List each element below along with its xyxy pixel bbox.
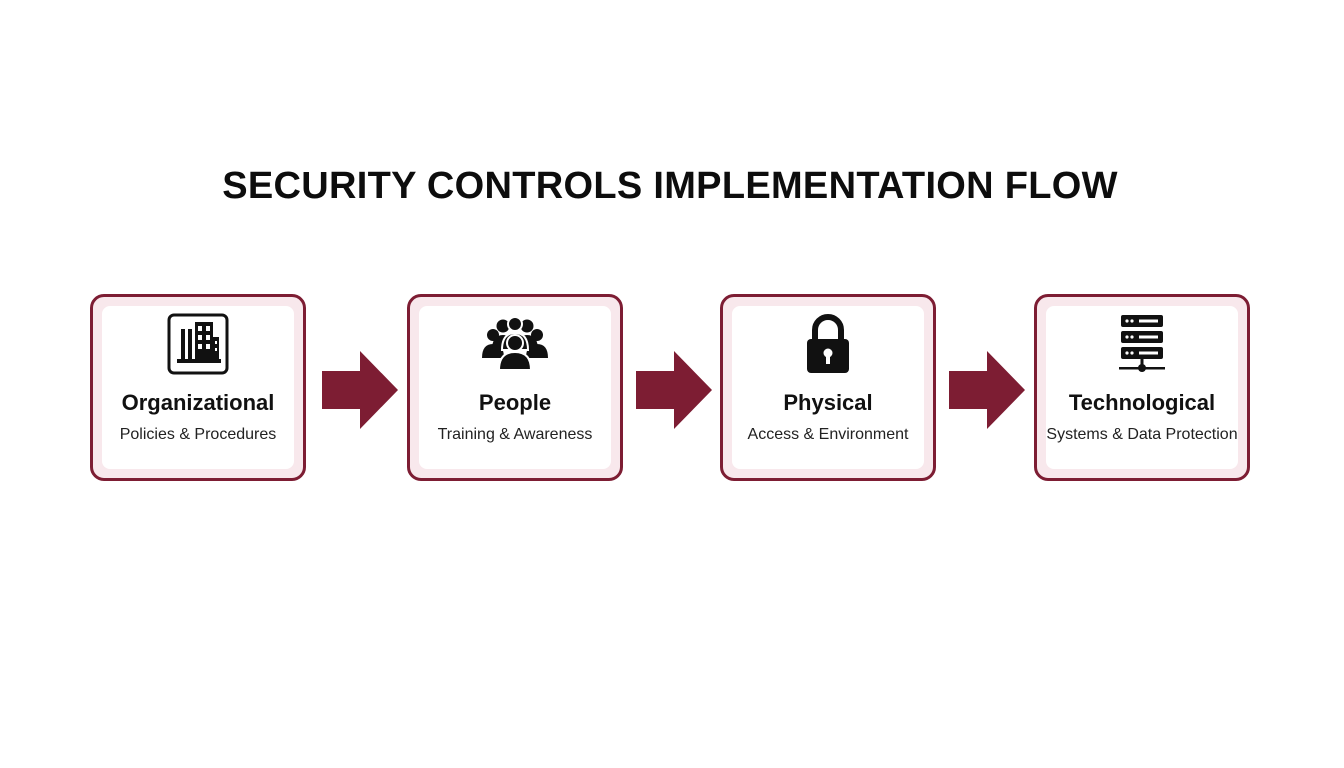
step-title: Physical bbox=[783, 390, 873, 415]
step-card-inner: Physical Access & Environment bbox=[732, 306, 924, 469]
flow-arrow-icon bbox=[949, 351, 1025, 429]
step-card-physical: Physical Access & Environment bbox=[720, 294, 936, 481]
step-subtitle: Training & Awareness bbox=[437, 426, 593, 443]
padlock-icon bbox=[732, 312, 924, 376]
flow-arrow-icon bbox=[322, 351, 398, 429]
step-card-organizational: Organizational Policies & Procedures bbox=[90, 294, 306, 481]
step-title: Technological bbox=[1068, 390, 1216, 415]
diagram-title: SECURITY CONTROLS IMPLEMENTATION FLOW bbox=[222, 165, 1118, 207]
step-title: Organizational bbox=[121, 390, 275, 415]
step-card-people: People Training & Awareness bbox=[407, 294, 623, 481]
step-title: People bbox=[478, 390, 552, 415]
flow-arrow-icon bbox=[636, 351, 712, 429]
people-group-icon bbox=[419, 312, 611, 376]
building-icon bbox=[102, 312, 294, 376]
step-subtitle: Policies & Procedures bbox=[119, 426, 277, 443]
step-subtitle: Access & Environment bbox=[747, 426, 909, 443]
step-card-inner: Organizational Policies & Procedures bbox=[102, 306, 294, 469]
step-card-technological: Technological Systems & Data Protection bbox=[1034, 294, 1250, 481]
server-icon bbox=[1046, 312, 1238, 376]
step-subtitle: Systems & Data Protection bbox=[1046, 426, 1238, 443]
step-card-inner: Technological Systems & Data Protection bbox=[1046, 306, 1238, 469]
step-card-inner: People Training & Awareness bbox=[419, 306, 611, 469]
